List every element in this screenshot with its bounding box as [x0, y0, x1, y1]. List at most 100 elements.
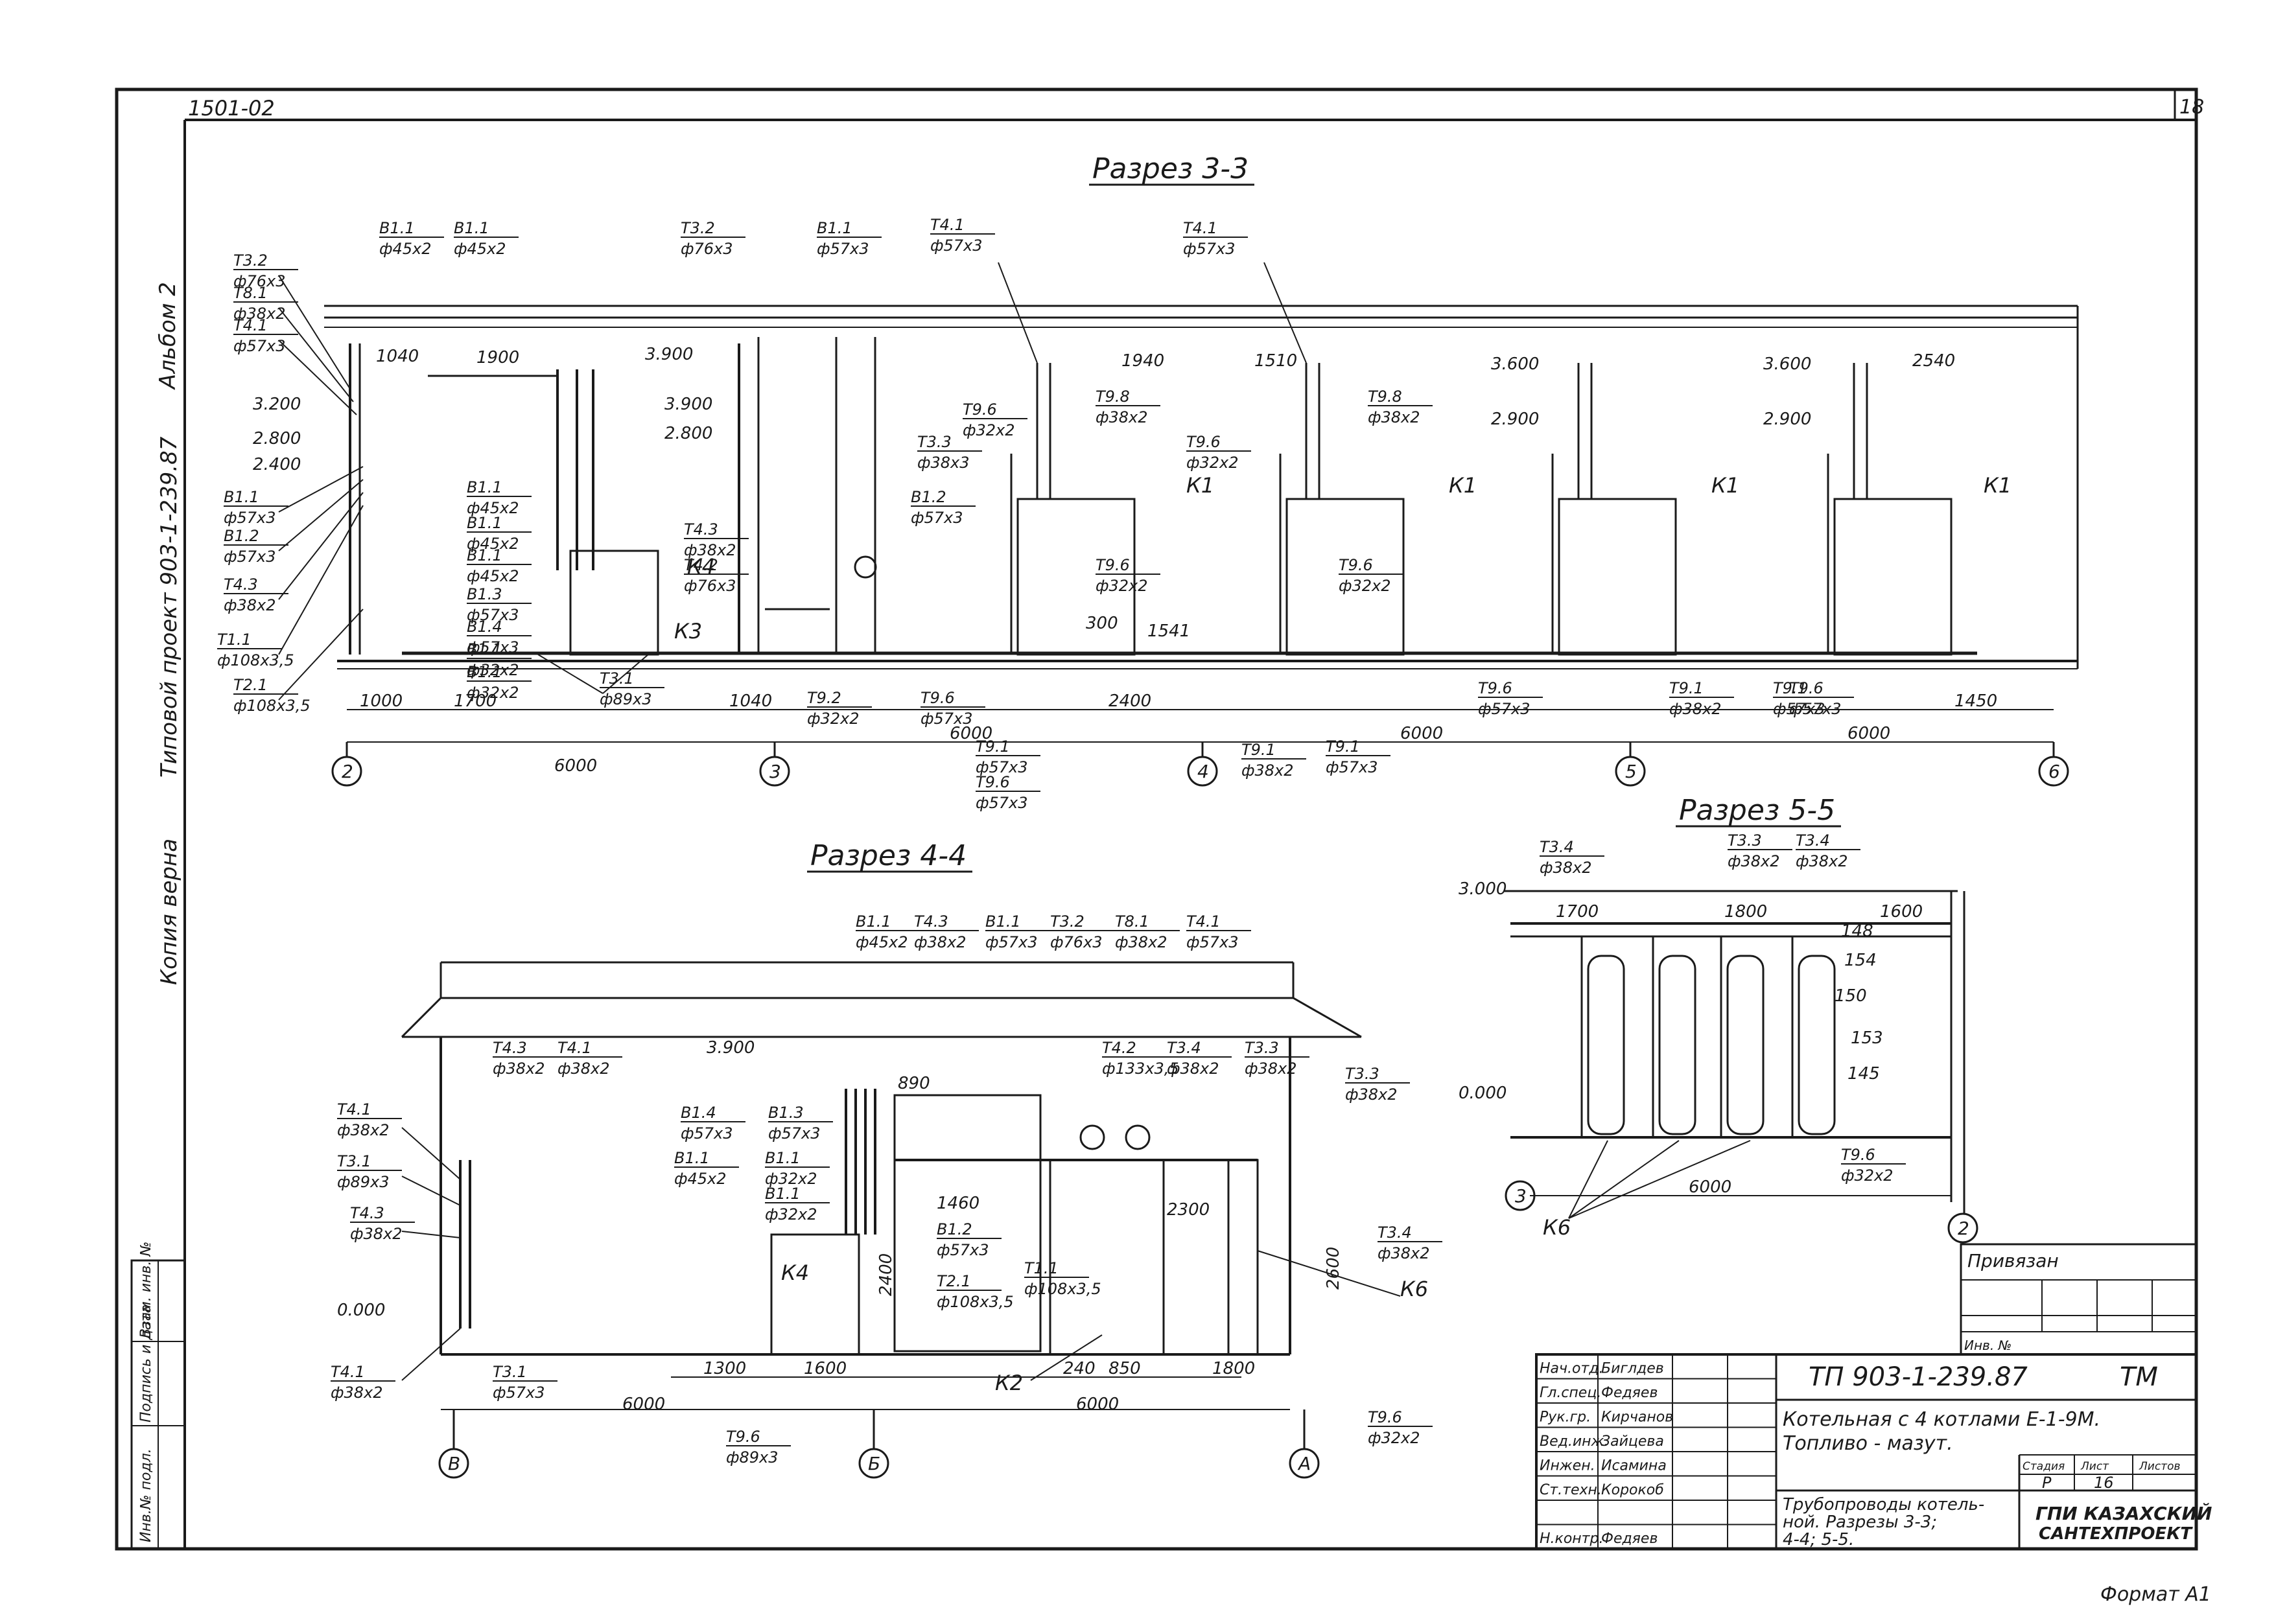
title-desc1: Котельная с 4 котлами Е-1-9М.: [1783, 1408, 2100, 1431]
s33-pipe-diameter: ф57х3: [224, 548, 276, 566]
s33-axis-label: 2: [342, 761, 353, 782]
s44-pipe-diameter: ф38х2: [914, 933, 967, 951]
s33-span-3: 6000: [1400, 724, 1443, 743]
s33-pipe-diameter: ф57х3: [1773, 700, 1825, 718]
s33-pipe-diameter: ф57х3: [1183, 240, 1236, 258]
staff-role: Вед.инж.: [1540, 1433, 1608, 1450]
s55-pipe-diameter: ф32х2: [1841, 1166, 1894, 1185]
s44-pipe-tag: Т3.3: [1245, 1039, 1279, 1057]
s33-pipe-tag: Т9.1: [1669, 679, 1704, 697]
sheet-title-3: 4-4; 5-5.: [1783, 1530, 1854, 1549]
s55-call-148: 148: [1841, 922, 1873, 941]
s33-pipe-diameter: ф57х3: [467, 606, 519, 624]
s33-pipe-diameter: ф89х3: [600, 690, 652, 708]
org-name-2: САНТЕХПРОЕКТ: [2039, 1524, 2193, 1544]
s33-pipe-tag: Т3.2: [681, 219, 715, 237]
s55-pipe-diameter: ф38х2: [1728, 852, 1780, 870]
s44-dim-1800: 1800: [1212, 1359, 1255, 1378]
s33-boiler-2: К1: [1449, 473, 1477, 498]
staff-role: Нач.отд.: [1540, 1361, 1604, 1377]
s44-dim-890: 890: [898, 1074, 930, 1093]
s44-pipe-diameter: ф108х3,5: [937, 1293, 1014, 1311]
s33-pipe-diameter: ф57х3: [224, 509, 276, 527]
privyazan-block: Привязан Инв. №: [1960, 1243, 2198, 1356]
s33-pipe-tag: Т9.6: [976, 773, 1010, 791]
s33-level-3: 3.200: [253, 395, 301, 414]
s44-pipe-tag: В1.1: [765, 1149, 801, 1167]
s33-pipe-tag: В1.1: [224, 488, 259, 506]
s44-pipe-diameter: ф38х2: [1167, 1060, 1219, 1078]
section-3-3: Разрез 3-3: [253, 152, 2079, 787]
s44-pipe-tag: Т3.1: [337, 1152, 371, 1170]
s44-pipe-diameter: ф32х2: [765, 1170, 817, 1188]
s44-pipe-tag: Т4.3: [914, 912, 948, 931]
s33-pipe-tag: Т9.1: [1326, 737, 1360, 756]
s33-pipe-diameter: ф32х2: [963, 421, 1015, 439]
drawing-frame: [115, 87, 2198, 1551]
s33-pipe-diameter: ф57х3: [930, 237, 983, 255]
sheet-header: Лист: [2080, 1460, 2109, 1473]
s33-span-2: 6000: [950, 724, 992, 743]
s33-dim-1541: 1541: [1147, 621, 1190, 641]
s33-pipe-tag: Т9.6: [963, 400, 997, 419]
s44-pipe-diameter: ф57х3: [768, 1124, 821, 1143]
s44-pipe-diameter: ф89х3: [726, 1448, 779, 1467]
staff-role: Рук.гр.: [1540, 1409, 1591, 1426]
s33-pipe-tag: Т4.3: [684, 520, 718, 539]
section-4-4-title: Разрез 4-4: [810, 839, 967, 872]
s33-pipe-diameter: ф76х3: [681, 240, 733, 258]
s33-pipe-diameter: ф57х3: [1478, 700, 1531, 718]
s44-pipe-tag: Т3.3: [1345, 1065, 1379, 1083]
s33-dim-2540: 2540: [1912, 351, 1955, 371]
s33-pipe-tag: В1.1: [467, 478, 502, 496]
section-4-4: Разрез 4-4: [337, 839, 1428, 1479]
s44-pipe-diameter: ф38х2: [331, 1384, 383, 1402]
s44-k2: К2: [995, 1371, 1023, 1395]
s33-pipe-tag: В1.3: [467, 585, 502, 603]
s33-dim-1000: 1000: [360, 691, 403, 711]
s44-span-2: 6000: [1076, 1395, 1119, 1414]
s44-pipe-diameter: ф57х3: [937, 1241, 989, 1259]
s33-pipe-tag: В1.1: [467, 546, 502, 564]
s33-pipe-tag: Т9.6: [1339, 556, 1373, 574]
s33-boiler-3: К1: [1711, 473, 1739, 498]
s44-pipe-diameter: ф32х2: [765, 1205, 817, 1224]
s55-dim-1700: 1700: [1556, 902, 1599, 922]
s33-boiler-1: К1: [1186, 473, 1214, 498]
s44-pipe-diameter: ф38х2: [350, 1225, 403, 1243]
staff-name: Зайцева: [1601, 1433, 1664, 1450]
s44-level-1: 3.900: [707, 1038, 755, 1058]
s44-k4: К4: [781, 1260, 809, 1285]
s33-pipe-tag: Т9.2: [807, 689, 841, 707]
s44-pipe-tag: Т3.4: [1378, 1224, 1412, 1242]
s44-pipe-diameter: ф32х2: [1368, 1429, 1420, 1447]
s44-dim-2600: 2600: [1324, 1247, 1343, 1290]
s44-pipe-tag: В1.1: [856, 912, 891, 931]
copy-note: Копия верна: [156, 839, 182, 985]
s44-pipe-tag: Т3.1: [493, 1363, 527, 1381]
s33-level-7: 3.600: [1491, 354, 1539, 374]
s33-pipe-tag: Т3.2: [233, 251, 268, 270]
section-3-3-title: Разрез 3-3: [1092, 152, 1249, 185]
s33-boiler-4: К1: [1984, 473, 2011, 498]
s44-pipe-tag: Т9.6: [1368, 1408, 1402, 1426]
s55-call-150: 150: [1835, 986, 1867, 1006]
section-5-5: Разрез 5-5 6000 1700 1800 1600 3.00: [1459, 794, 1978, 1244]
s33-pipe-tag: В1.2: [224, 527, 259, 545]
s33-pipe-diameter: ф57х3: [233, 337, 286, 355]
s33-pipe-tag: Т9.1: [1241, 741, 1276, 759]
s44-pipe-diameter: ф57х3: [493, 1384, 545, 1402]
s44-pipe-tag: Т4.1: [557, 1039, 592, 1057]
s33-pipe-diameter: ф45х2: [467, 535, 519, 553]
s33-pipe-diameter: ф38х2: [1241, 761, 1294, 780]
s33-span-4: 6000: [1847, 724, 1890, 743]
privyazan-inv: Инв. №: [1964, 1338, 2011, 1353]
s55-level-1: 3.000: [1459, 879, 1507, 899]
s44-axis-label: В: [448, 1453, 460, 1474]
s33-pipe-diameter: ф38х2: [224, 596, 276, 614]
s33-pipe-diameter: ф32х2: [467, 661, 519, 679]
s44-k6: К6: [1400, 1277, 1428, 1301]
s33-pipe-tag: Т9.8: [1368, 388, 1402, 406]
s44-dim-240: 240: [1063, 1359, 1096, 1378]
